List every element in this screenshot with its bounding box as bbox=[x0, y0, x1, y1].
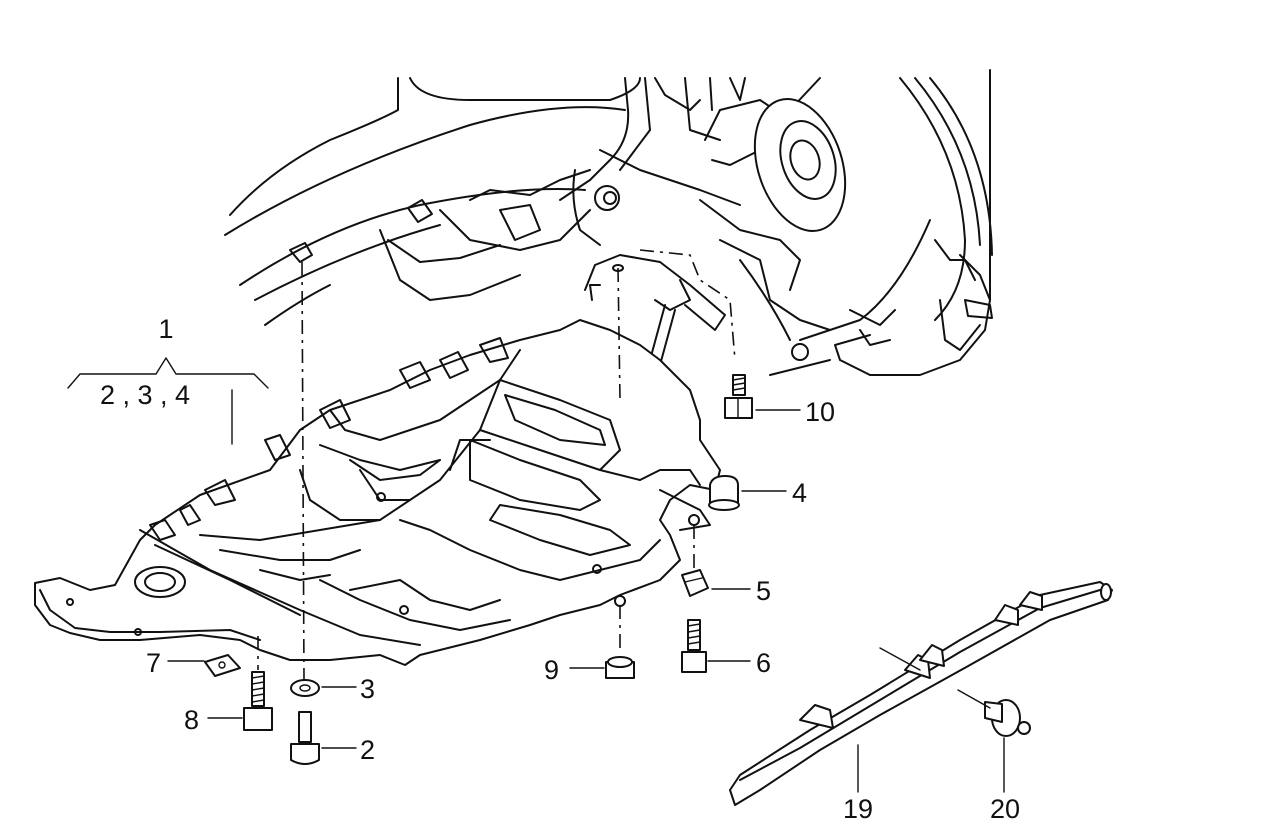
label-2: 2 bbox=[360, 735, 375, 765]
clip-5 bbox=[681, 569, 709, 597]
label-9: 9 bbox=[544, 655, 559, 685]
bolt-10 bbox=[724, 374, 753, 419]
label-group-2-3-4: 2 , 3 , 4 bbox=[100, 380, 190, 410]
clip-7 bbox=[204, 654, 241, 677]
label-20: 20 bbox=[990, 794, 1020, 824]
leader-lines bbox=[167, 409, 1005, 793]
vehicle-body-outline bbox=[224, 69, 993, 421]
label-group-1: 1 bbox=[158, 314, 173, 344]
label-6: 6 bbox=[756, 648, 771, 678]
screw-6 bbox=[681, 619, 707, 673]
nut-9 bbox=[605, 656, 635, 679]
plug-4 bbox=[708, 475, 740, 511]
label-7: 7 bbox=[146, 648, 161, 678]
screw-8 bbox=[243, 671, 273, 731]
label-5: 5 bbox=[756, 576, 771, 606]
washer-3 bbox=[290, 679, 320, 697]
underbody-protection-tray bbox=[34, 319, 721, 666]
label-10: 10 bbox=[805, 397, 835, 427]
label-19: 19 bbox=[843, 794, 873, 824]
group-bracket bbox=[67, 357, 269, 445]
clip-20 bbox=[984, 699, 1031, 737]
label-4: 4 bbox=[792, 478, 807, 508]
label-3: 3 bbox=[360, 674, 375, 704]
label-8: 8 bbox=[184, 705, 199, 735]
bolt-2 bbox=[290, 711, 320, 765]
assembly-lines bbox=[257, 249, 736, 681]
part-labels: 1 2 , 3 , 4 10 4 5 6 9 7 8 3 2 19 20 bbox=[100, 314, 1020, 824]
trim-strip-19 bbox=[729, 581, 1113, 806]
